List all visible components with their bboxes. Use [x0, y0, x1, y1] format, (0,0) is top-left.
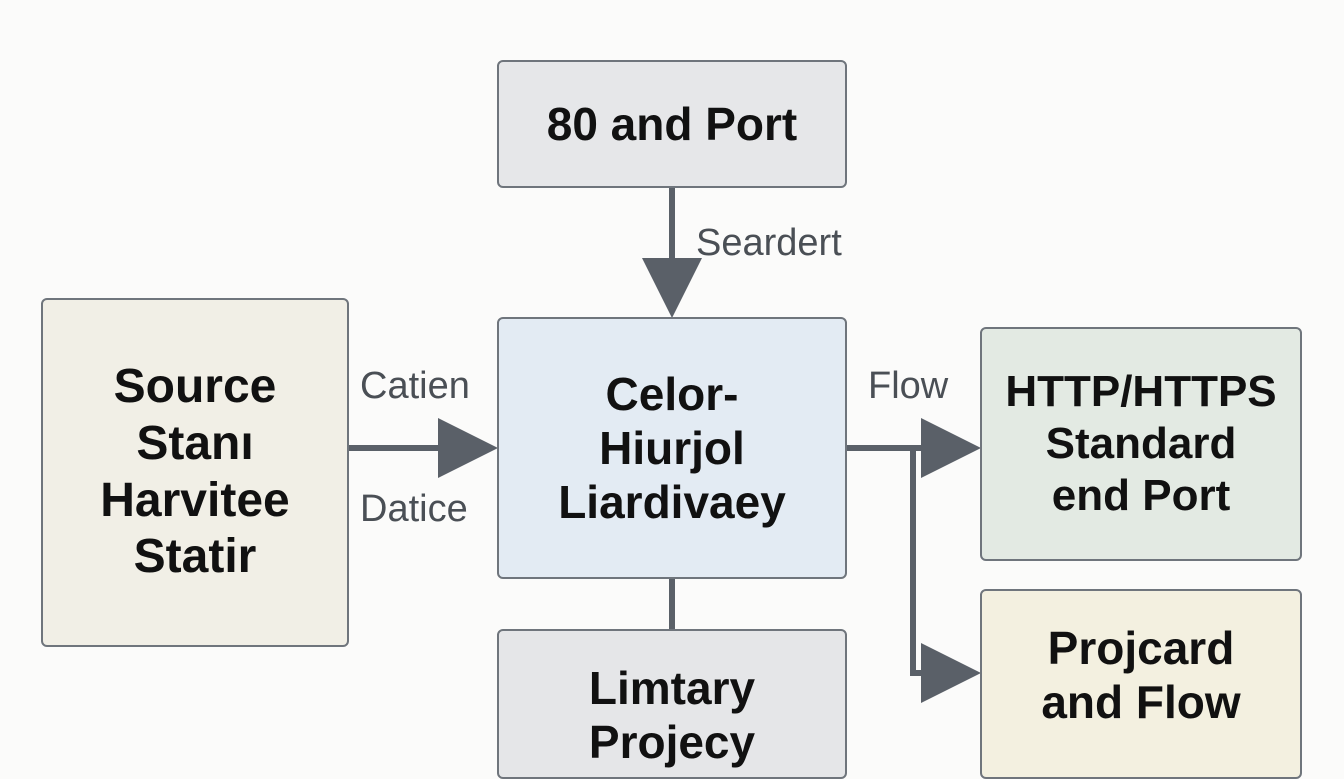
- edge-label-flow: Flow: [868, 365, 949, 407]
- node-text-line: and Flow: [1041, 676, 1241, 729]
- node-text-line: 80 and Port: [546, 97, 798, 150]
- arrow-center-to-projcard: [910, 448, 981, 703]
- node-text-line: Liardivaey: [558, 476, 786, 529]
- node-text-line: Source: [113, 360, 277, 414]
- node-text-line: Statir: [133, 530, 257, 584]
- node-text-line: Stanı: [136, 416, 254, 470]
- node-80-and-port: 80 and Port: [497, 60, 847, 188]
- edge-label-datice: Datice: [360, 488, 468, 530]
- node-text-line: Celor-: [605, 367, 739, 420]
- node-text-line: HTTP/HTTPS: [1005, 367, 1277, 417]
- node-text-line: Projcard: [1047, 622, 1235, 674]
- node-text-line: Limtary: [588, 662, 756, 714]
- node-text-line: Standard: [1045, 419, 1237, 469]
- node-text-line: Hiurjol: [599, 421, 745, 474]
- edge-label-seardert: Seardert: [696, 222, 842, 264]
- connector-layer: [349, 188, 981, 703]
- node-text-line: end Port: [1051, 470, 1231, 520]
- edge-label-catien: Catien: [360, 365, 470, 407]
- node-text-line: Harvitee: [100, 473, 290, 527]
- node-text-line: Projecy: [588, 716, 756, 769]
